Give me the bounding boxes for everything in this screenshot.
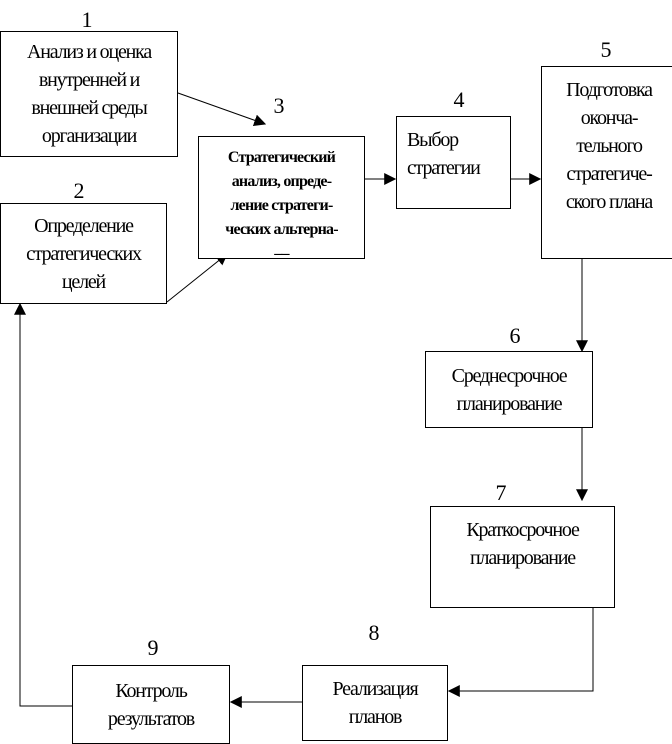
block-number-1: 1	[81, 7, 93, 32]
block-9-results-control: Контроль результатов	[72, 665, 230, 744]
block-1-environment-analysis: Анализ и оценка внутренней и внешней сре…	[0, 31, 178, 157]
arrow-2-to-3	[166, 253, 228, 303]
block-number-5: 5	[600, 37, 612, 62]
block-2-strategic-goals: Определение стратегических целей	[0, 203, 167, 304]
block-5-final-strategic-plan: Подготовка оконча- тельного стратегиче- …	[541, 66, 672, 259]
block-number-4: 4	[453, 87, 465, 112]
block-number-9: 9	[147, 635, 159, 660]
block-8-plan-implementation: Реализация планов	[302, 665, 448, 741]
block-number-6: 6	[509, 323, 521, 348]
block-number-3: 3	[273, 93, 285, 118]
block-number-8: 8	[368, 620, 380, 645]
block-number-2: 2	[73, 178, 85, 203]
arrow-9-to-2	[14, 302, 73, 707]
arrow-7-to-8	[447, 608, 594, 697]
block-3-strategic-analysis: Стратегический анализ, опреде- ление стр…	[198, 136, 365, 259]
block-7-short-term-planning: Краткосрочное планирование	[430, 506, 615, 608]
block-6-mid-term-planning: Среднесрочное планирование	[425, 351, 593, 428]
arrow-1-to-3	[177, 92, 267, 127]
block-4-strategy-choice: Выбор стратегии	[396, 116, 511, 209]
block-number-7: 7	[495, 480, 507, 505]
